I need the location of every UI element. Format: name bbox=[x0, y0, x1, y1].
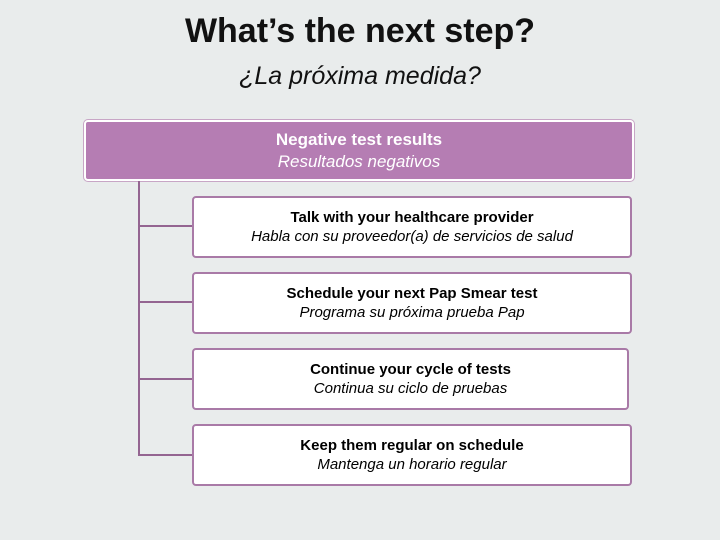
connector-trunk bbox=[138, 181, 140, 456]
step-1-english: Talk with your healthcare provider bbox=[290, 209, 534, 226]
connector-branch-3 bbox=[138, 378, 194, 380]
header-line-spanish: Resultados negativos bbox=[277, 151, 441, 171]
header-node: Negative test results Resultados negativ… bbox=[84, 120, 634, 181]
header-line-english: Negative test results bbox=[275, 129, 443, 149]
step-2-english: Schedule your next Pap Smear test bbox=[286, 285, 538, 302]
slide-subtitle: ¿La próxima medida? bbox=[239, 62, 481, 90]
step-4-english: Keep them regular on schedule bbox=[300, 437, 524, 454]
connector-branch-4 bbox=[138, 454, 194, 456]
step-3-english: Continue your cycle of tests bbox=[310, 361, 511, 378]
step-2-spanish: Programa su próxima prueba Pap bbox=[299, 304, 525, 321]
connector-branch-2 bbox=[138, 301, 194, 303]
step-node-4: Keep them regular on schedule Mantenga u… bbox=[192, 424, 632, 486]
step-node-3: Continue your cycle of tests Continua su… bbox=[192, 348, 629, 410]
step-4-spanish: Mantenga un horario regular bbox=[317, 456, 507, 473]
slide-title: What’s the next step? bbox=[184, 12, 536, 50]
step-node-1: Talk with your healthcare provider Habla… bbox=[192, 196, 632, 258]
step-3-spanish: Continua su ciclo de pruebas bbox=[313, 380, 508, 397]
connector-branch-1 bbox=[138, 225, 194, 227]
step-1-spanish: Habla con su proveedor(a) de servicios d… bbox=[251, 228, 573, 245]
step-node-2: Schedule your next Pap Smear test Progra… bbox=[192, 272, 632, 334]
